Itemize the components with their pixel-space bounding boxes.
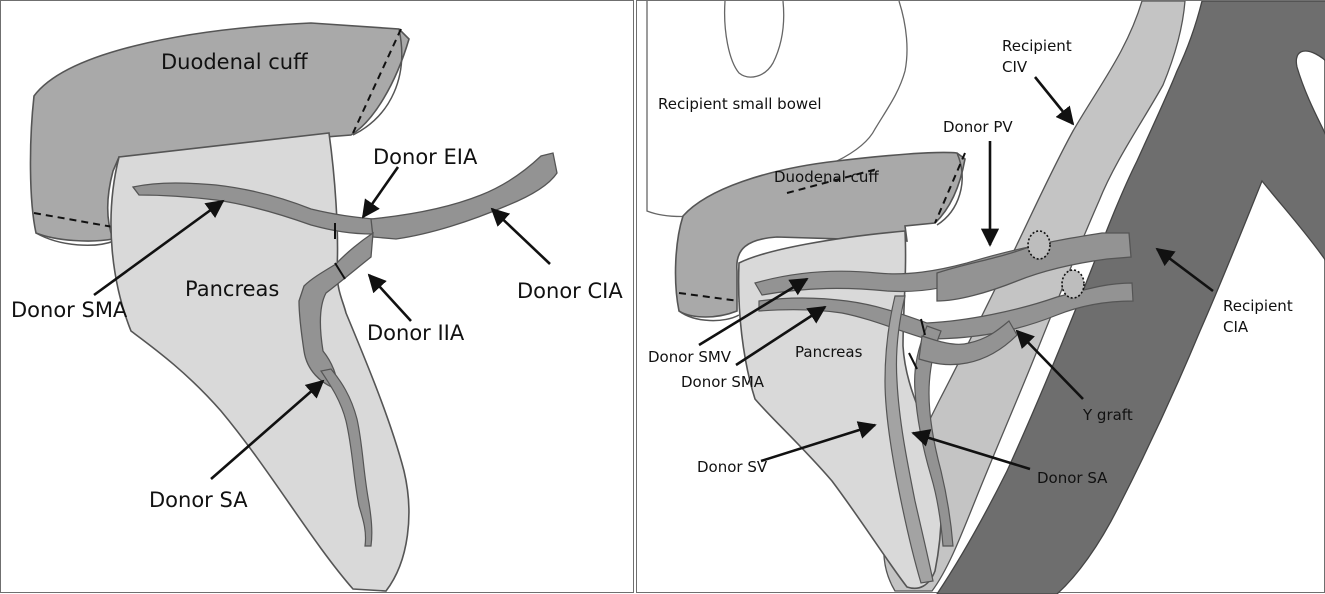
arrow-donor-iia: [369, 275, 411, 321]
label-duodenal-cuff: Duodenal cuff: [774, 168, 879, 186]
label-donor-eia: Donor EIA: [373, 145, 478, 169]
label-donor-sa: Donor SA: [149, 488, 248, 512]
label-pancreas: Pancreas: [795, 343, 863, 361]
anastomosis-ygraft-cia: [1062, 270, 1084, 298]
anastomosis-pv-civ: [1028, 231, 1050, 259]
label-recipient-civ-line1: Recipient: [1002, 37, 1072, 55]
label-donor-sma: Donor SMA: [11, 298, 128, 322]
label-y-graft: Y graft: [1082, 406, 1133, 424]
label-recipient-small-bowel: Recipient small bowel: [658, 95, 822, 113]
label-donor-sa: Donor SA: [1037, 469, 1108, 487]
label-recipient-cia-line2: CIA: [1223, 318, 1249, 336]
arrow-donor-eia: [363, 167, 398, 217]
right-diagram-svg: Recipient small bowel Recipient CIV Dono…: [637, 1, 1325, 594]
left-diagram-svg: Duodenal cuff Donor EIA Pancreas Donor C…: [1, 1, 635, 594]
label-donor-cia: Donor CIA: [517, 279, 623, 303]
label-donor-pv: Donor PV: [943, 118, 1013, 136]
label-donor-smv: Donor SMV: [648, 348, 732, 366]
label-recipient-civ-line2: CIV: [1002, 58, 1028, 76]
label-donor-iia: Donor IIA: [367, 321, 465, 345]
label-duodenal-cuff: Duodenal cuff: [161, 50, 308, 74]
label-donor-sma: Donor SMA: [681, 373, 765, 391]
label-recipient-cia-line1: Recipient: [1223, 297, 1293, 315]
right-diagram-panel: Recipient small bowel Recipient CIV Dono…: [636, 0, 1325, 593]
label-pancreas: Pancreas: [185, 277, 279, 301]
label-donor-sv: Donor SV: [697, 458, 768, 476]
arrow-donor-cia: [492, 209, 550, 264]
arrow-recipient-civ: [1035, 77, 1073, 124]
left-diagram-panel: Duodenal cuff Donor EIA Pancreas Donor C…: [0, 0, 634, 593]
